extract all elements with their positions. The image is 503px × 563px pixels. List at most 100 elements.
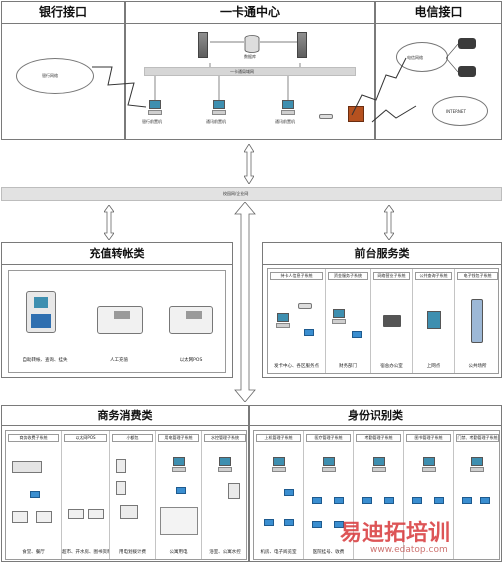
frontdesk-cell: 持卡人信息子系统 发卡中心、各区服务点 <box>268 269 326 373</box>
telecom-network-cloud <box>396 42 448 72</box>
bank-interface-panel: 银行接口 银行网络 <box>1 1 125 140</box>
commerce-cell: 以太网POS 超市、开水房、图书资料 <box>62 431 110 559</box>
identity-header: 医疗管理子系统 <box>306 434 351 442</box>
telephone-icon-1 <box>458 38 476 49</box>
bank-link-bolt <box>92 66 147 108</box>
frontdesk-header: 公共查询子系统 <box>415 272 452 280</box>
database-icon <box>244 35 260 53</box>
server-right <box>297 32 307 58</box>
commerce-panel: 商务消费类 商务收费子系统 食堂、餐厅 以太网POS 超市、开水房、图书资料 小… <box>1 405 249 562</box>
watermark-text: 易迪拓培训 <box>340 521 451 546</box>
recharge-panel: 充值转帐类 自助转帐、查询、挂失 人工充值 以太网POS <box>1 242 233 378</box>
pc-drops <box>154 76 289 100</box>
frontdesk-cell: 公共查询子系统 上网点 <box>413 269 455 373</box>
frontdesk-cell: 电子钱包子系统 公共场所 <box>455 269 500 373</box>
commerce-cell: 小额包 用电划拨计费 <box>110 431 156 559</box>
commerce-footer: 食堂、餐厅 <box>22 550 45 555</box>
identity-cell: 门禁、考勤管理子系统 <box>454 431 501 559</box>
card-center-panel: 一卡通中心 数据库 一卡通局域网 银行前置机 通讯前置机 通讯前置机 <box>125 1 375 140</box>
campus-commerce-arrow <box>234 202 256 402</box>
identity-cell: 医疗管理子系统 医院挂号、收费 <box>304 431 354 559</box>
comm-front-pc-1 <box>212 100 226 116</box>
bank-front-pc <box>148 100 162 116</box>
campus-network-label: 校园网/企业网 <box>223 191 249 196</box>
frontdesk-header: 电子钱包子系统 <box>457 272 498 280</box>
identity-cell: 考勤管理子系统 <box>354 431 404 559</box>
recharge-title: 充值转帐类 <box>2 243 232 265</box>
card-lan-bar <box>144 67 356 76</box>
recharge-label-self: 自助转帐、查询、挂失 <box>22 358 68 363</box>
commerce-footer: 浴室、公寓水控 <box>209 550 241 555</box>
frontdesk-cell: 资金服务子系统 财务部门 <box>326 269 371 373</box>
card-lan-label: 一卡通局域网 <box>230 69 254 74</box>
telecom-interface-panel: 电信接口 电信网络 INTERNET <box>375 1 502 140</box>
card-center-title: 一卡通中心 <box>126 2 374 24</box>
commerce-footer: 公寓用电 <box>169 550 188 555</box>
frontdesk-header: 网络营业子系统 <box>373 272 410 280</box>
frontdesk-footer: 宿舍办公室 <box>380 364 403 369</box>
commerce-header: 用电管理子系统 <box>158 434 199 442</box>
frontdesk-footer: 公共场所 <box>468 364 487 369</box>
frontdesk-title: 前台服务类 <box>263 243 501 265</box>
identity-cell: 上机管理子系统 机房、电子阅览室 <box>254 431 304 559</box>
identity-header: 考勤管理子系统 <box>356 434 401 442</box>
database-label: 数据库 <box>244 54 256 59</box>
identity-cell: 图书管理子系统 <box>404 431 454 559</box>
recharge-label-manual: 人工充值 <box>110 358 128 363</box>
telecom-network-label: 电信网络 <box>407 55 423 60</box>
identity-header: 上机管理子系统 <box>256 434 301 442</box>
bank-network-label: 银行网络 <box>42 73 58 78</box>
campus-recharge-arrow <box>104 205 114 240</box>
kiosk-icon <box>26 291 56 333</box>
center-campus-arrow <box>244 144 254 184</box>
frontdesk-footer: 发卡中心、各区服务点 <box>274 364 319 369</box>
telecom-interface-title: 电信接口 <box>376 2 501 24</box>
manual-recharge-icon <box>97 306 143 334</box>
comm-front-pc-1-label: 通讯前置机 <box>206 119 226 124</box>
internet-link-bolt <box>371 105 417 123</box>
recharge-devices-panel: 自助转帐、查询、挂失 人工充值 以太网POS <box>8 270 226 373</box>
commerce-header: 小额包 <box>112 434 153 442</box>
ethernet-pos-icon <box>169 306 213 334</box>
bank-interface-title: 银行接口 <box>2 2 124 24</box>
frontdesk-header: 资金服务子系统 <box>328 272 368 280</box>
recharge-label-pos: 以太网POS <box>179 358 203 363</box>
commerce-cell: 水控管理子系统 浴室、公寓水控 <box>202 431 248 559</box>
commerce-title: 商务消费类 <box>2 406 248 426</box>
commerce-header: 水控管理子系统 <box>204 434 246 442</box>
bank-network-cloud <box>16 58 94 94</box>
commerce-header: 以太网POS <box>64 434 107 442</box>
telephone-icon-2 <box>458 66 476 77</box>
watermark-url: www.edatop.com <box>370 545 448 555</box>
comm-front-pc-2-label: 通讯前置机 <box>275 119 295 124</box>
identity-footer: 医院挂号、收费 <box>312 550 345 555</box>
commerce-cell: 用电管理子系统 公寓用电 <box>156 431 202 559</box>
identity-footer: 机房、电子阅览室 <box>260 550 297 555</box>
bank-front-pc-label: 银行前置机 <box>142 119 162 124</box>
server-left <box>198 32 208 58</box>
frontdesk-subsystems-panel: 持卡人信息子系统 发卡中心、各区服务点 资金服务子系统 财务部门 网络营业子系统… <box>267 268 499 374</box>
commerce-footer: 用电划拨计费 <box>119 550 146 555</box>
frontdesk-header: 持卡人信息子系统 <box>270 272 323 280</box>
telecom-link-bolt <box>351 57 407 116</box>
internet-label: INTERNET <box>446 109 466 114</box>
internet-cloud <box>432 96 488 126</box>
identity-panel: 身份识别类 上机管理子系统 机房、电子阅览室 医疗管理子系统 医院挂号、收费 考… <box>249 405 502 562</box>
commerce-subsystems-panel: 商务收费子系统 食堂、餐厅 以太网POS 超市、开水房、图书资料 小额包 用电划… <box>5 430 247 560</box>
server-links <box>209 41 301 67</box>
frontdesk-footer: 上网点 <box>426 364 441 369</box>
frontdesk-cell: 网络营业子系统 宿舍办公室 <box>371 269 413 373</box>
commerce-cell: 商务收费子系统 食堂、餐厅 <box>6 431 62 559</box>
modem-icon <box>319 114 333 119</box>
comm-front-pc-2 <box>281 100 295 116</box>
phone-links <box>446 43 459 73</box>
commerce-footer: 超市、开水房、图书资料 <box>62 550 109 555</box>
identity-header: 图书管理子系统 <box>406 434 451 442</box>
identity-title: 身份识别类 <box>250 406 501 426</box>
identity-header: 门禁、考勤管理子系统 <box>456 434 499 442</box>
frontdesk-footer: 财务部门 <box>339 364 357 369</box>
identity-subsystems-panel: 上机管理子系统 机房、电子阅览室 医疗管理子系统 医院挂号、收费 考勤管理子系统… <box>253 430 500 560</box>
commerce-header: 商务收费子系统 <box>8 434 59 442</box>
campus-network-bar <box>1 187 502 201</box>
frontdesk-panel: 前台服务类 持卡人信息子系统 发卡中心、各区服务点 资金服务子系统 财务部门 网… <box>262 242 502 378</box>
